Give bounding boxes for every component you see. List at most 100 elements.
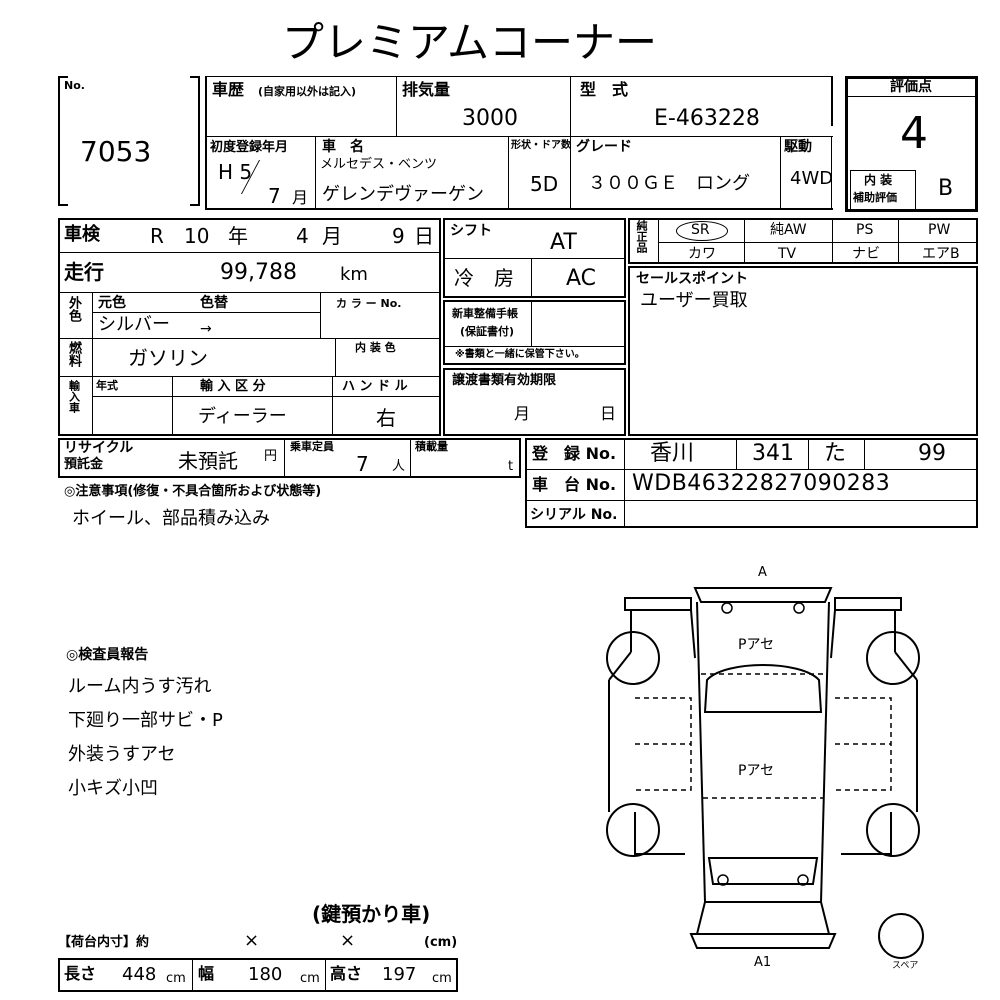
notes-label: ◎注意事項(修復・不具合箇所および状態等) xyxy=(64,484,322,499)
inspection-month-unit: 月 xyxy=(322,224,342,248)
car-name-label: 車 名 xyxy=(322,139,364,155)
option-sr: SR xyxy=(691,222,710,238)
registration-region: 香川 xyxy=(650,441,695,466)
registration-box xyxy=(525,438,978,528)
color-side-label: 外色 xyxy=(66,296,81,322)
height-label: 高さ xyxy=(330,964,363,983)
width-value: 180 xyxy=(248,964,283,985)
score-box xyxy=(845,76,978,212)
registration-number: 99 xyxy=(918,441,946,466)
inspection-month: 4 xyxy=(296,224,309,248)
car-maker: メルセデス・ベンツ xyxy=(320,157,438,172)
sales-point-value: ユーザー買取 xyxy=(640,290,748,311)
option-navigation: ナビ xyxy=(852,246,880,262)
capacity-label: 乗車定員 xyxy=(290,440,334,453)
interior-score: B xyxy=(938,176,954,201)
shift-value: AT xyxy=(550,230,577,255)
capacity-value: 7 xyxy=(356,452,369,476)
width-label: 幅 xyxy=(198,964,215,983)
grade-label: グレード xyxy=(576,139,632,155)
manual-note: ※書類と一緒に保管下さい。 xyxy=(455,349,585,360)
details-box-left xyxy=(58,218,441,436)
lot-label: No. xyxy=(64,79,85,92)
inspector-line-1: ルーム内うす汚れ xyxy=(68,676,212,697)
height-value: 197 xyxy=(382,964,417,985)
body-type-value: 5D xyxy=(530,172,559,196)
spare-label: スペア xyxy=(892,961,919,971)
inspection-day-unit: 日 xyxy=(414,224,434,248)
recycle-value: 未預託 xyxy=(178,449,238,473)
options-side-label: 純正品 xyxy=(635,220,648,253)
import-side-label: 輸入車 xyxy=(67,380,81,413)
inspection-label: 車検 xyxy=(64,224,100,245)
cargo-times-1: × xyxy=(244,930,260,951)
import-type-value: ディーラー xyxy=(198,406,287,427)
interior-label-1: 内 装 xyxy=(864,173,893,187)
ac-label: 冷 房 xyxy=(454,266,514,290)
inspector-line-4: 小キズ小凹 xyxy=(68,778,158,799)
body-damage-mark: Pアセ xyxy=(738,763,775,779)
score-value: 4 xyxy=(900,108,928,159)
first-reg-year: H 5 xyxy=(218,160,253,184)
ac-value: AC xyxy=(566,266,597,291)
registration-class: 341 xyxy=(752,441,794,466)
option-tv: TV xyxy=(778,246,797,262)
serial-label: シリアル No. xyxy=(530,507,618,523)
roof-damage-mark: Pアセ xyxy=(738,637,775,653)
model-code-value: E-463228 xyxy=(654,106,760,131)
length-value: 448 xyxy=(122,964,157,985)
option-leather: カワ xyxy=(688,246,716,262)
height-unit: cm xyxy=(432,971,452,986)
registration-label: 登 録 No. xyxy=(532,444,617,463)
lot-number: 7053 xyxy=(80,135,152,168)
manual-label-1: 新車整備手帳 xyxy=(452,307,518,320)
history-label: 車歴 xyxy=(212,80,245,99)
transfer-box xyxy=(443,368,626,436)
car-damage-diagram xyxy=(606,587,924,959)
handle-label: ハ ン ド ル xyxy=(342,379,408,394)
inspection-era: R xyxy=(150,224,164,248)
registration-kana: た xyxy=(824,441,847,466)
color-arrow: → xyxy=(200,321,212,337)
mileage-unit: km xyxy=(340,264,368,285)
manual-label-2: (保証書付) xyxy=(460,325,515,338)
interior-color-label: 内 装 色 xyxy=(355,341,396,354)
first-reg-label: 初度登録年月 xyxy=(210,140,289,155)
inspection-year: 10 xyxy=(184,224,210,248)
chassis-number: WDB46322827090283 xyxy=(632,471,891,496)
body-type-label: 形状・ドア数 xyxy=(511,140,571,151)
original-color-label: 元色 xyxy=(98,295,126,311)
sales-point-label: セールスポイント xyxy=(636,271,748,287)
drive-label: 駆動 xyxy=(784,139,812,155)
displacement-value: 3000 xyxy=(462,106,518,131)
notes-value: ホイール、部品積み込み xyxy=(72,508,270,529)
rear-mark: A1 xyxy=(754,955,772,970)
width-unit: cm xyxy=(300,971,320,986)
option-power-windows: PW xyxy=(928,222,951,238)
vehicle-info-box xyxy=(205,76,833,210)
transfer-day-unit: 日 xyxy=(600,404,617,423)
load-label: 積載量 xyxy=(415,440,448,453)
original-color-value: シルバー xyxy=(98,314,170,335)
handle-value: 右 xyxy=(376,406,396,430)
history-note: (自家用以外は記入) xyxy=(258,85,357,98)
grade-value: ３００ＧＥ ロング xyxy=(588,173,750,194)
load-unit: t xyxy=(508,459,514,474)
sales-point-box xyxy=(628,266,978,436)
recycle-unit: 円 xyxy=(264,449,278,464)
transfer-label: 譲渡書類有効期限 xyxy=(452,373,557,388)
inspector-line-3: 外装うすアセ xyxy=(68,744,176,765)
front-mark: A xyxy=(758,565,767,580)
option-power-steering: PS xyxy=(856,222,874,238)
model-code-label: 型 式 xyxy=(580,80,629,99)
inspector-line-2: 下廻り一部サビ・P xyxy=(68,710,223,731)
car-name-value: ゲレンデヴァーゲン xyxy=(322,184,484,205)
interior-label-2: 補助評価 xyxy=(853,191,897,204)
page-title: プレミアムコーナー xyxy=(282,18,658,67)
option-airbag: エアB xyxy=(922,246,960,262)
inspection-year-unit: 年 xyxy=(228,224,248,248)
mileage-value: 99,788 xyxy=(220,260,297,285)
length-label: 長さ xyxy=(64,964,97,983)
inspection-day: 9 xyxy=(392,224,405,248)
import-year-label: 年式 xyxy=(96,379,118,392)
